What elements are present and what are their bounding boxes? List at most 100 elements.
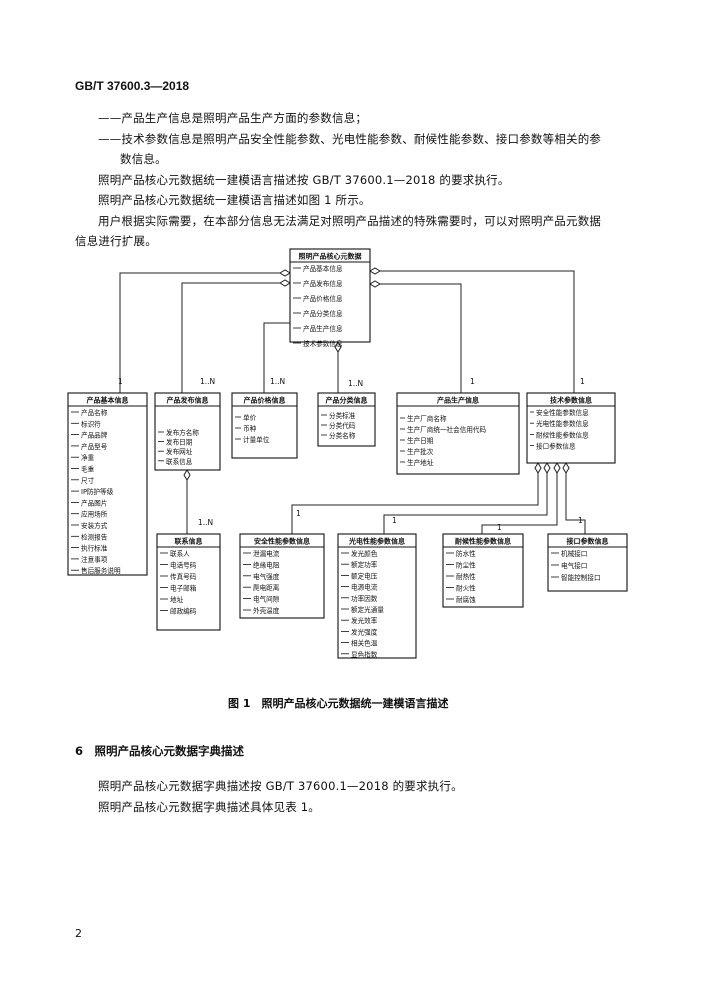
class-attribute: 计量单位 <box>243 435 270 444</box>
multiplicity-label: 1..N <box>198 518 213 527</box>
class-attribute: 分类名称 <box>329 431 356 440</box>
class-attribute: 电话号码 <box>170 561 197 570</box>
class-attribute: 产品品牌 <box>81 431 108 440</box>
class-attribute: 智能控制接口 <box>561 573 601 582</box>
class-attribute: 电气接口 <box>561 561 587 570</box>
class-attribute: 产品图片 <box>81 498 107 507</box>
class-box-title: 产品发布信息 <box>167 396 209 405</box>
aggregation-diamond <box>369 267 381 275</box>
class-attribute: 毛重 <box>81 465 95 474</box>
class-box-title: 照明产品核心元数据 <box>299 252 362 261</box>
class-box-border <box>547 533 628 592</box>
class-attribute: 电气间隙 <box>253 595 280 604</box>
class-box-title: 耐候性能参数信息 <box>455 537 511 546</box>
class-attribute: 传真号码 <box>170 572 197 581</box>
multiplicity-label: 1..N <box>348 379 363 388</box>
class-box-border <box>156 533 221 631</box>
class-attribute: 产品名称 <box>81 408 108 417</box>
aggregation-diamond <box>369 280 381 288</box>
class-attribute: 安装方式 <box>81 521 108 530</box>
class-attribute: 应用场所 <box>81 510 108 519</box>
class-attribute: 相关色温 <box>351 639 378 648</box>
class-attribute: 功率因数 <box>351 594 378 603</box>
class-attribute: 联系信息 <box>166 457 193 466</box>
figure-caption: 图 1 照明产品核心元数据统一建模语言描述 <box>228 697 449 710</box>
class-attribute: 显色指数 <box>351 650 378 659</box>
multiplicity-label: 1 <box>296 509 301 518</box>
class-box-title: 光电性能参数信息 <box>348 537 405 546</box>
multiplicity-label: 1 <box>578 516 583 525</box>
class-attribute: 发布网址 <box>166 447 193 456</box>
class-attribute: 净重 <box>81 453 95 462</box>
class-attribute: 产品型号 <box>81 442 108 451</box>
aggregation-diamond <box>562 462 570 474</box>
class-attribute: IP防护等级 <box>81 487 114 496</box>
association-line <box>481 463 558 534</box>
class-attribute: 生产日期 <box>407 436 434 445</box>
class-attribute: 产品基本信息 <box>303 264 343 273</box>
class-attribute: 生产厂商名称 <box>407 414 447 423</box>
class-box-border <box>337 533 417 659</box>
association-line <box>181 282 290 393</box>
aggregation-diamond <box>279 269 291 277</box>
class-attribute: 光电性能参数信息 <box>536 419 589 428</box>
class-attribute: 接口参数信息 <box>536 442 576 451</box>
class-attribute: 电气强度 <box>253 572 280 581</box>
multiplicity-label: 1 <box>497 523 502 532</box>
class-box-title: 安全性能参数信息 <box>254 537 310 546</box>
class-attribute: 检测报告 <box>81 532 108 541</box>
class-attribute: 注意事项 <box>81 555 108 564</box>
photo-class-box: 光电性能参数信息发光颜色额定功率额定电压电源电流功率因数额定光通量发光效率发光强… <box>337 533 417 659</box>
class-attribute: 标识符 <box>81 419 101 428</box>
class-box-border <box>526 392 616 464</box>
section-paragraph: 照明产品核心元数据字典描述按 GB/T 37600.1—2018 的要求执行。 <box>98 779 463 793</box>
multiplicity-label: 1 <box>580 377 585 386</box>
class-attribute: 生产地址 <box>407 458 434 467</box>
class-attribute: 发光强度 <box>351 627 378 636</box>
multiplicity-label: 1..N <box>270 377 285 386</box>
aggregation-diamond <box>553 462 561 474</box>
aggregation-diamond <box>279 279 291 287</box>
class-attribute: 生产批次 <box>407 447 434 456</box>
class-attribute: 技术参数信息 <box>303 339 343 348</box>
class-attribute: 发光效率 <box>351 616 378 625</box>
core-class-box: 照明产品核心元数据产品基本信息产品发布信息产品价格信息产品分类信息产品生产信息技… <box>289 248 371 348</box>
multiplicity-label: 1 <box>118 377 123 386</box>
page-number: 2 <box>75 927 82 940</box>
class-box-title: 接口参数信息 <box>567 537 609 546</box>
class-attribute: 产品生产信息 <box>303 324 343 333</box>
multiplicity-label: 1 <box>470 377 475 386</box>
class-attribute: 耐候性能参数信息 <box>536 430 589 439</box>
class-attribute: 售后服务说明 <box>81 566 121 575</box>
aggregation-diamond <box>183 469 191 481</box>
class-attribute: 发光颜色 <box>351 549 378 558</box>
association-line <box>370 270 575 393</box>
class-attribute: 防尘性 <box>456 561 476 570</box>
class-attribute: 发布方名称 <box>166 428 199 437</box>
class-attribute: 泄漏电流 <box>253 549 280 558</box>
multiplicity-label: 1 <box>392 516 397 525</box>
association-line <box>565 463 586 534</box>
class-attribute: 执行标准 <box>81 544 108 553</box>
body-paragraph: ——产品生产信息是照明产品生产方面的参数信息； <box>98 111 368 125</box>
section-heading: 6 照明产品核心元数据字典描述 <box>75 744 244 758</box>
class-attribute: 安全性能参数信息 <box>536 408 589 417</box>
class-attribute: 额定光通量 <box>351 605 384 614</box>
association-line <box>383 463 548 534</box>
class-attribute: 额定电压 <box>351 571 378 580</box>
class-attribute: 邮政编码 <box>170 607 197 616</box>
body-paragraph: 信息进行扩展。 <box>75 234 157 248</box>
class-attribute: 分类代码 <box>329 421 356 430</box>
class-attribute: 发布日期 <box>166 438 193 447</box>
body-paragraph: 数信息。 <box>120 152 167 166</box>
class-attribute: 耐热性 <box>456 572 476 581</box>
aggregation-diamond <box>334 341 342 353</box>
